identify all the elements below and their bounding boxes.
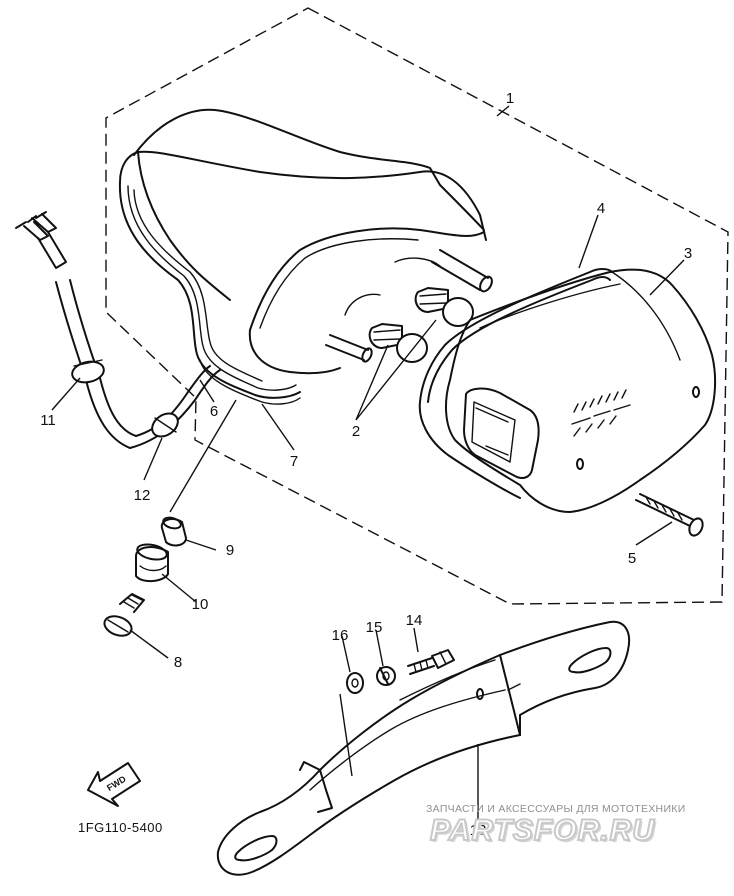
damper <box>135 543 169 582</box>
spring-washer <box>376 666 396 686</box>
callout-9: 9 <box>226 542 234 559</box>
callout-3: 3 <box>684 245 692 262</box>
housing-gasket <box>199 359 301 405</box>
callout-11: 11 <box>40 412 56 429</box>
bulb-upper <box>414 287 474 327</box>
wire-harness <box>15 211 221 449</box>
callout-14: 14 <box>406 612 423 629</box>
collar <box>160 516 187 547</box>
lens <box>444 268 717 513</box>
housing-base <box>118 108 493 399</box>
lens-gasket <box>418 268 613 499</box>
callout-6: 6 <box>210 403 218 420</box>
watermark-caption: ЗАПЧАСТИ И АКСЕССУАРЫ ДЛЯ МОТОТЕХНИКИ <box>426 803 686 815</box>
callout-7: 7 <box>290 453 298 470</box>
plain-washer <box>346 672 364 694</box>
bracket-bolt <box>407 649 455 675</box>
callout-16: 16 <box>332 627 349 644</box>
callout-13: 13 <box>470 822 487 839</box>
callout-4: 4 <box>597 200 605 217</box>
callout-8: 8 <box>174 654 182 671</box>
screw-lens <box>635 493 704 537</box>
callout-1: 1 <box>506 90 514 107</box>
callout-5: 5 <box>628 550 636 567</box>
license-bracket <box>216 620 630 876</box>
leader-lines <box>51 105 685 822</box>
callout-15: 15 <box>366 619 383 636</box>
callout-2: 2 <box>352 423 360 440</box>
diagram-code: 1FG110-5400 <box>78 820 163 835</box>
callout-10: 10 <box>192 596 209 613</box>
forward-arrow-icon: FWD <box>87 762 141 807</box>
callout-labels: 1 2 3 4 5 6 7 8 9 10 11 12 13 14 15 16 <box>40 90 692 839</box>
assembly-boundary-dashed <box>105 7 729 605</box>
watermark-logo: PARTSFOR.RU <box>429 813 655 848</box>
callout-12: 12 <box>134 487 151 504</box>
bolt <box>103 593 145 637</box>
